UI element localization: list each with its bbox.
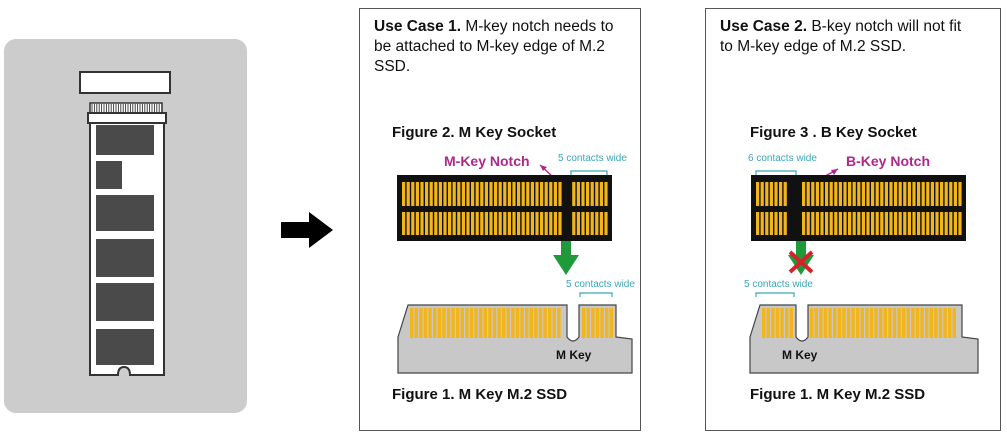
use-case-1-title: Use Case 1.: [374, 18, 462, 35]
use-case-1-description: Use Case 1. M-key notch needs to be atta…: [374, 17, 636, 77]
figure-1-title-2: Figure 1. M Key M.2 SSD: [750, 386, 926, 403]
m-key-ssd-edge: [397, 304, 633, 374]
b-key-socket: [751, 175, 966, 241]
m-key-notch-label: M-Key Notch: [444, 153, 530, 169]
m2-ssd-drawing: [79, 71, 171, 376]
ssd-contacts-bracket: [579, 292, 613, 297]
ssd-contacts-label: 5 contacts wide: [566, 279, 635, 290]
figure-3-title: Figure 3 . B Key Socket: [750, 124, 917, 141]
use-case-1-line3: SSD.: [374, 58, 411, 75]
ssd-5-contacts-bracket: [755, 292, 795, 297]
use-case-1-panel: Use Case 1. M-key notch needs to be atta…: [359, 8, 641, 431]
use-case-2-line1: B-key notch will not fit: [807, 18, 962, 35]
socket-contacts-label: 5 contacts wide: [558, 153, 627, 164]
down-arrow-icon: [553, 241, 579, 275]
use-case-1-line1: M-key notch needs to: [461, 18, 614, 35]
socket-6-contacts-bracket: [755, 170, 797, 175]
b-key-notch-label: B-Key Notch: [846, 153, 931, 169]
m-key-label: M Key: [556, 348, 592, 362]
use-case-2-title: Use Case 2.: [720, 18, 808, 35]
use-case-2-line2: to M-key edge of M.2 SSD.: [720, 38, 907, 55]
figure-2-title: Figure 2. M Key Socket: [392, 124, 557, 141]
red-x-icon: [788, 250, 814, 274]
socket-6-contacts-label: 6 contacts wide: [748, 153, 817, 164]
ssd-illustration-panel: [4, 39, 247, 413]
down-arrow-icon: [788, 241, 814, 275]
ssd-5-contacts-label: 5 contacts wide: [744, 279, 813, 290]
right-arrow-icon: [281, 212, 333, 248]
m-key-ssd-edge-2: [749, 304, 979, 374]
figure-1-title: Figure 1. M Key M.2 SSD: [392, 386, 568, 403]
ssd-top-pins: [89, 102, 163, 114]
socket-contacts-bracket: [570, 170, 608, 175]
m-key-label-2: M Key: [782, 348, 818, 362]
case-1-diagram: [397, 164, 633, 374]
m-key-socket: [397, 175, 612, 241]
ssd-connector-top: [79, 71, 171, 94]
use-case-2-panel: Use Case 2. B-key notch will not fit to …: [705, 8, 1001, 431]
ssd-chips: [96, 125, 154, 365]
use-case-2-description: Use Case 2. B-key notch will not fit to …: [720, 17, 996, 57]
case-2-diagram: [749, 168, 979, 374]
use-case-1-line2: be attached to M-key edge of M.2: [374, 38, 605, 55]
